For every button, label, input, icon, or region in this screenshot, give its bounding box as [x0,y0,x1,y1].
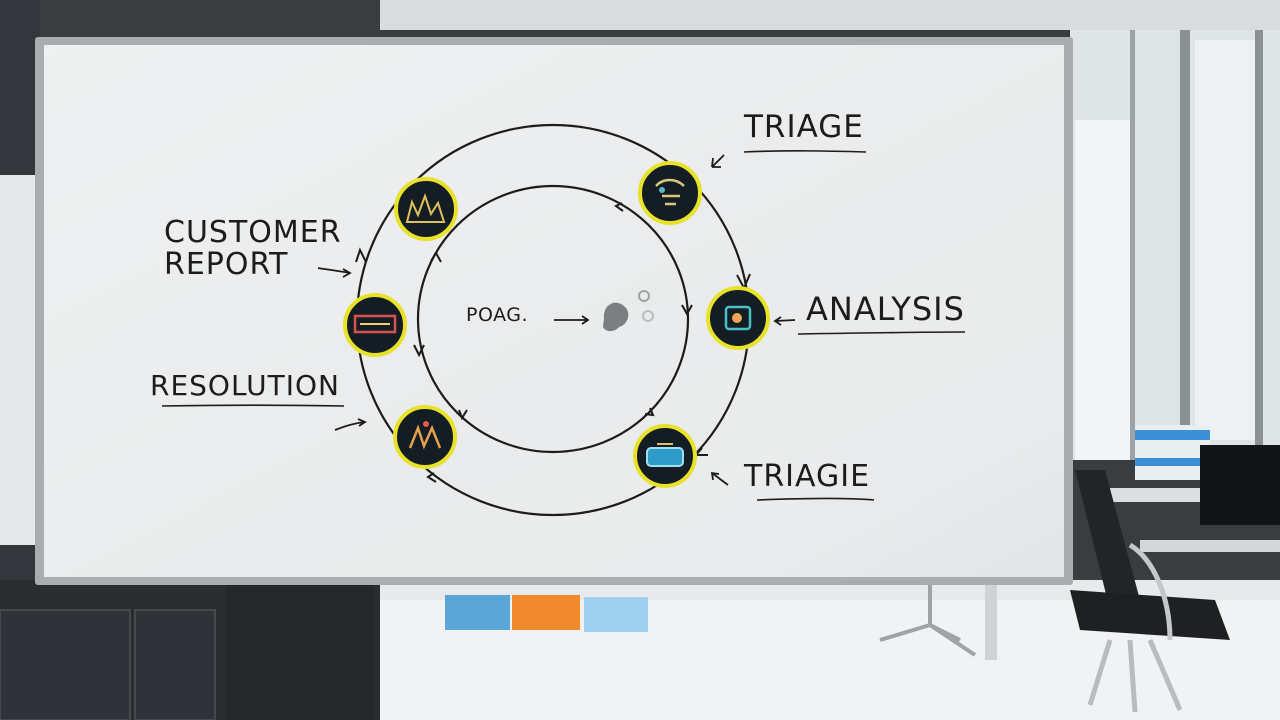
inner-cycle-ring [416,184,690,454]
label-underlines [161,150,966,501]
node-resolution [393,405,457,469]
label-resolution: RESOLUTION [150,369,341,402]
blue-storage-box [445,595,510,630]
center-blob-doodle [603,290,654,332]
label-pointer-arrows [317,154,796,486]
triage-figure-icon [655,178,685,206]
monitor-device-icon [646,447,684,467]
orange-storage-box [512,595,580,630]
node-bug-report [343,293,407,357]
stool [879,585,977,657]
cycle-arrowheads [355,202,751,483]
label-report-line: REPORT [164,246,289,282]
label-analysis: ANALYSIS [806,290,965,328]
label-triage: TRIAGE [744,109,864,145]
chart-sketch-icon [405,192,446,223]
bug-report-icon [353,314,397,334]
node-chart [394,177,458,241]
label-center: POAG. [466,304,529,326]
label-customer-line: CUSTOMER [164,215,342,250]
monitor [1200,445,1280,525]
label-triagie: TRIAGIE [744,459,871,494]
node-analysis [706,286,770,350]
light-blue-storage-box [584,597,648,632]
label-customer-report: CUSTOMER REPORT [164,217,342,280]
node-triage [638,161,702,225]
office-chair [1075,470,1140,610]
node-device [633,424,697,488]
resolution-figure-icon [408,424,442,450]
analysis-figure-icon [724,305,752,331]
